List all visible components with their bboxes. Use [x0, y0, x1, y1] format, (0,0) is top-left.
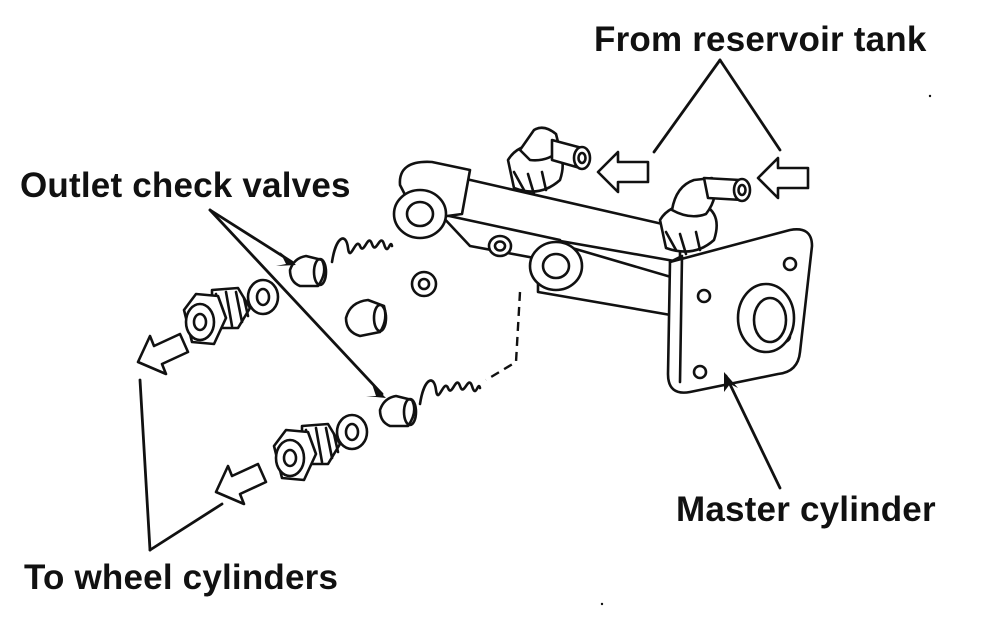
leader-lines	[138, 58, 782, 552]
from-reservoir-tank-label: From reservoir tank	[594, 20, 927, 59]
scan-speck	[600, 602, 604, 606]
master-cylinder-body	[392, 160, 814, 394]
check-valve-arrowhead-upper	[276, 252, 296, 266]
upper-outlet-assembly	[182, 237, 394, 346]
master-cylinder-label: Master cylinder	[676, 490, 936, 529]
scan-speck	[928, 94, 932, 98]
reservoir-inlet-rear	[506, 126, 592, 196]
check-valve-arrowhead-lower	[366, 384, 386, 398]
reservoir-inlet-front	[658, 176, 752, 256]
inlet-arrow-rear	[596, 150, 650, 194]
lower-outlet-assembly	[272, 379, 482, 482]
inlet-arrow-front	[756, 156, 810, 200]
outlet-check-valves-label: Outlet check valves	[20, 166, 351, 205]
master-arrowhead	[724, 372, 738, 392]
to-wheel-cylinders-label: To wheel cylinders	[24, 558, 339, 597]
assembly-alignment-line	[485, 291, 522, 382]
outlet-arrow-upper	[136, 332, 190, 376]
spare-check-parts	[344, 270, 438, 338]
outlet-arrow-lower	[214, 462, 268, 506]
